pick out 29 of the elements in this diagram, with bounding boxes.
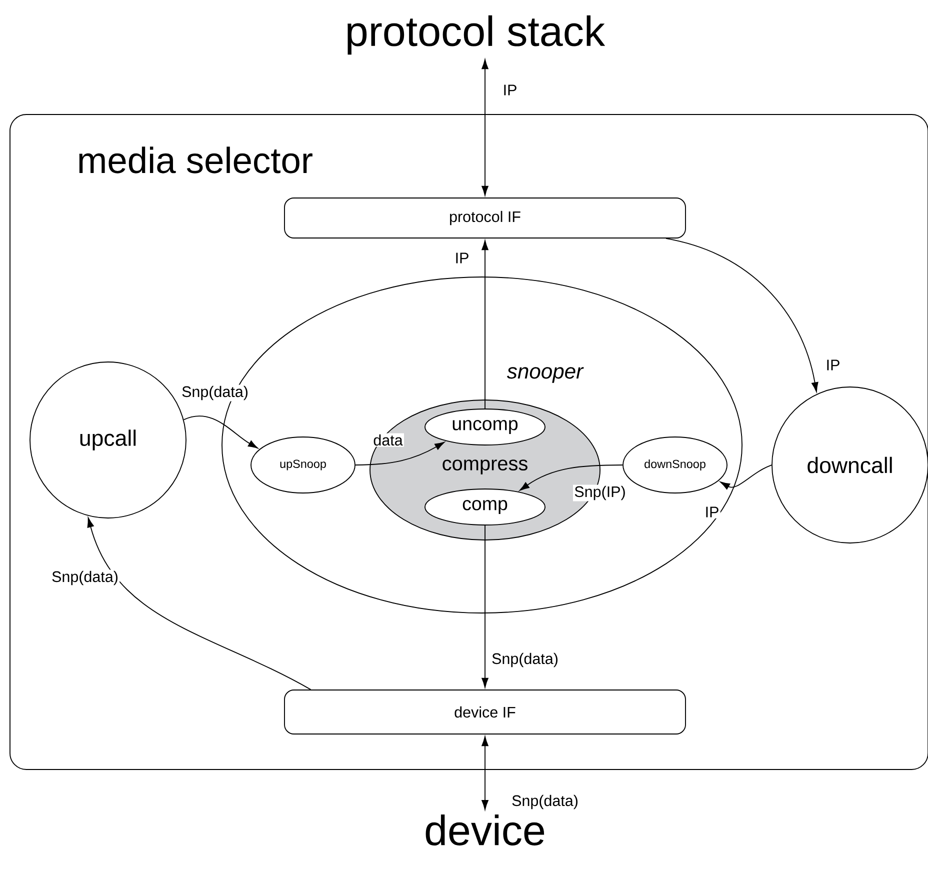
arrow bbox=[482, 240, 488, 409]
edge-label: IP bbox=[502, 84, 518, 96]
arrow bbox=[355, 442, 445, 466]
edge-label: Snp(data) bbox=[510, 794, 580, 810]
circle-node: downcall bbox=[772, 386, 928, 544]
arrow bbox=[520, 464, 623, 491]
edge-label: IP bbox=[824, 358, 842, 372]
interface-box: protocol IF bbox=[284, 198, 686, 238]
edge-label: Snp(data) bbox=[180, 384, 250, 402]
arrow bbox=[666, 238, 818, 392]
arrow bbox=[482, 59, 488, 196]
arrow bbox=[183, 416, 258, 448]
title-text: protocol stack bbox=[348, 15, 606, 55]
ellipse-node: upSnoop bbox=[250, 436, 356, 494]
ellipse-node: uncomp bbox=[424, 408, 546, 446]
arrow bbox=[482, 525, 488, 688]
edge-label: IP bbox=[454, 252, 470, 264]
title-text: device bbox=[426, 814, 544, 846]
arrow bbox=[87, 518, 312, 690]
interface-box: device IF bbox=[284, 690, 686, 734]
ellipse-node: comp bbox=[424, 488, 546, 526]
edge-label: IP bbox=[704, 506, 720, 518]
edge-label: Snp(data) bbox=[490, 652, 560, 668]
edge-label: data bbox=[372, 433, 404, 447]
arrow bbox=[482, 736, 488, 810]
edge-label: Snp(data) bbox=[50, 570, 120, 586]
arrow bbox=[720, 464, 772, 490]
edge-label: Snp(IP) bbox=[573, 484, 627, 502]
node-label: downcall bbox=[808, 456, 892, 474]
